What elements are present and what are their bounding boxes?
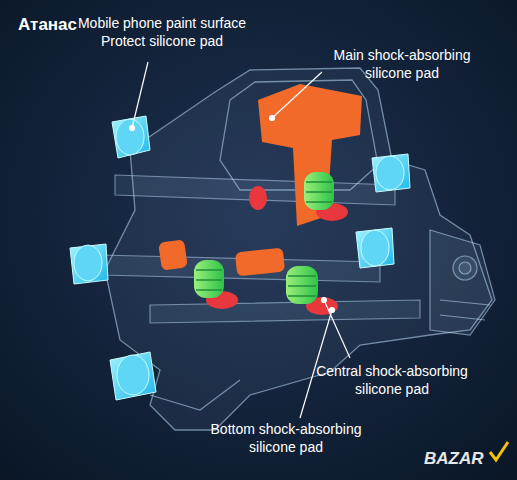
- leader-lines: [330, 308, 335, 313]
- callout-label: Main shock-absorbing silicone pad: [322, 46, 482, 83]
- paint-protect-pads: [372, 154, 410, 192]
- leader-lines: [270, 116, 275, 121]
- paint-protect-pads: [70, 116, 410, 400]
- callout-label: Bottom shock-absorbing silicone pad: [196, 420, 376, 457]
- main-pad: [258, 84, 362, 226]
- side-mechanism: [440, 300, 490, 320]
- leader-lines: [324, 300, 350, 358]
- guide-rods: [100, 175, 420, 323]
- main-pad: [258, 84, 362, 226]
- shock-absorbers: [194, 172, 348, 315]
- leader-lines: [132, 62, 148, 128]
- side-mechanism: [430, 230, 495, 335]
- shock-absorbers: [288, 276, 316, 296]
- guide-rods: [150, 300, 420, 323]
- small-pads: [158, 239, 188, 270]
- paint-protect-pads: [74, 245, 102, 281]
- small-pads: [235, 248, 285, 277]
- paint-protect-pads: [110, 352, 156, 400]
- watermark-logo: BAZAR: [424, 448, 494, 470]
- side-mechanism: [430, 230, 495, 335]
- paint-protect-pads: [356, 228, 394, 268]
- shock-absorbers: [286, 266, 318, 304]
- callout-label: Central shock-absorbing silicone pad: [302, 362, 482, 399]
- logo-check: [490, 442, 508, 460]
- leader-lines: [322, 298, 327, 303]
- transparent-frame: [150, 380, 240, 410]
- side-mechanism: [453, 256, 477, 280]
- logo-check: [490, 442, 508, 460]
- leader-lines: [130, 126, 135, 131]
- callout-label: Mobile phone paint surface Protect silic…: [62, 14, 262, 51]
- paint-protect-pads: [116, 119, 144, 155]
- paint-protect-pads: [117, 355, 149, 395]
- paint-protect-pads: [361, 230, 389, 266]
- shock-absorbers: [249, 186, 267, 210]
- paint-protect-pads: [70, 244, 108, 284]
- shock-absorbers: [196, 270, 222, 290]
- shock-absorbers: [194, 260, 224, 298]
- leader-lines: [272, 72, 322, 118]
- shock-absorbers: [306, 182, 332, 202]
- side-mechanism: [459, 262, 471, 274]
- shock-absorbers: [304, 172, 334, 210]
- paint-protect-pads: [376, 156, 404, 190]
- paint-protect-pads: [112, 116, 150, 158]
